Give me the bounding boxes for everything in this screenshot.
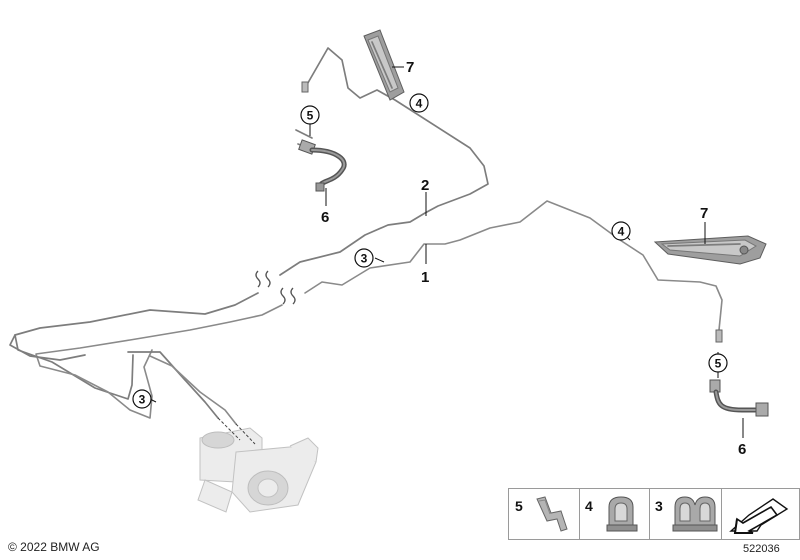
- label-6-right[interactable]: 6: [738, 441, 746, 458]
- direction-arrow-icon: [729, 498, 789, 534]
- label-7-right[interactable]: 7: [700, 205, 708, 222]
- spring-clip-icon: [536, 496, 568, 532]
- callout-3-mid[interactable]: 3: [354, 248, 374, 268]
- callout-4-right[interactable]: 4: [611, 221, 631, 241]
- label-2[interactable]: 2: [421, 177, 429, 194]
- callout-4-top[interactable]: 4: [409, 93, 429, 113]
- fastener-legend: 5 4 3: [508, 488, 800, 540]
- svg-text:5: 5: [307, 109, 314, 123]
- svg-text:3: 3: [139, 393, 146, 407]
- bracket-7-right: [653, 235, 767, 265]
- diagram-number: 522036: [743, 543, 780, 555]
- callout-5-right[interactable]: 5: [708, 353, 728, 373]
- callout-3-left[interactable]: 3: [132, 389, 152, 409]
- brake-pipe-2-lower: [14, 292, 259, 400]
- legend-number: 4: [585, 498, 593, 514]
- brake-pipe-loop-left: [9, 334, 86, 361]
- brake-pipe-2-upper: [279, 47, 489, 276]
- pipe-fitting-top: [301, 81, 309, 93]
- brake-pipe-1-upper: [304, 200, 723, 331]
- brake-pipe-1-lower: [35, 304, 283, 419]
- brake-hose-right: [709, 329, 769, 417]
- brake-pipe-to-reservoir-b: [149, 355, 237, 425]
- label-7-top[interactable]: 7: [406, 59, 414, 76]
- svg-text:4: 4: [416, 97, 423, 111]
- brake-master-cylinder-ghost: [197, 427, 319, 513]
- legend-number: 5: [515, 498, 523, 514]
- legend-number: 3: [655, 498, 663, 514]
- label-1[interactable]: 1: [421, 269, 429, 286]
- double-pipe-clip-icon: [672, 496, 718, 532]
- callout-5-top[interactable]: 5: [300, 105, 320, 125]
- brake-pipe-to-reservoir-a: [127, 351, 219, 419]
- legend-item-double-pipe-clip[interactable]: 3: [649, 489, 722, 539]
- legend-item-single-pipe-clip[interactable]: 4: [579, 489, 650, 539]
- svg-text:4: 4: [618, 225, 625, 239]
- legend-item-direction-arrow[interactable]: [721, 489, 798, 539]
- reservoir-connection-dash: [217, 417, 256, 445]
- label-6-left[interactable]: 6: [321, 209, 329, 226]
- bracket-7-top: [363, 29, 405, 101]
- pipe-break-marks: [255, 270, 296, 305]
- svg-text:3: 3: [361, 252, 368, 266]
- single-pipe-clip-icon: [606, 496, 638, 532]
- brake-hose-left: [295, 129, 347, 192]
- svg-text:5: 5: [715, 357, 722, 371]
- legend-item-spring-clip[interactable]: 5: [509, 489, 580, 539]
- copyright-notice: © 2022 BMW AG: [8, 540, 100, 554]
- leader-lines: [149, 66, 744, 438]
